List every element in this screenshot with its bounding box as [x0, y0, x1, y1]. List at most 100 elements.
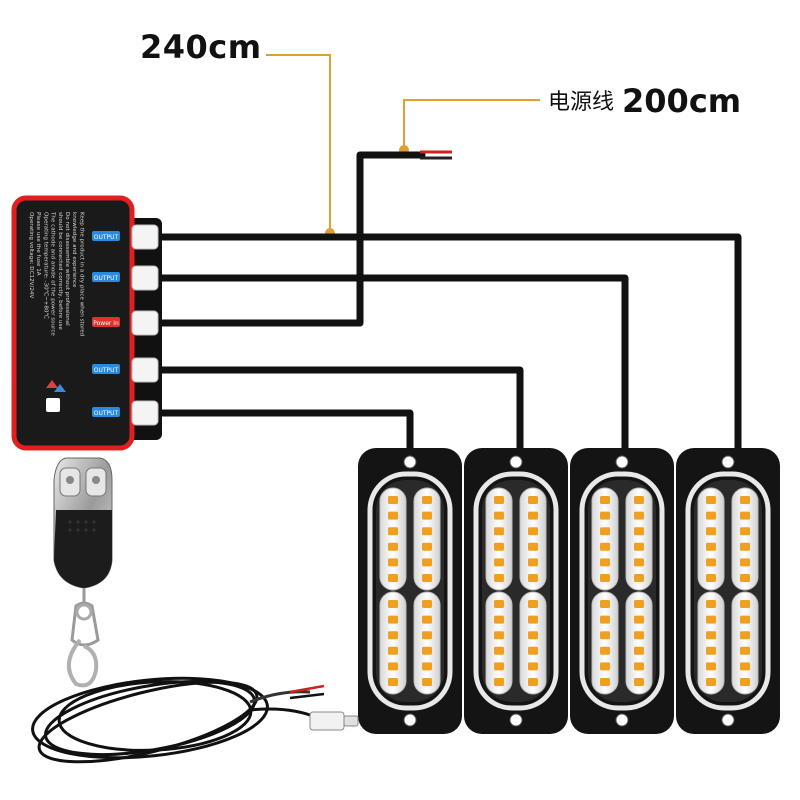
controller-text-line: Operating temperature: -30℃~+80℃ — [42, 212, 49, 319]
led-chip — [422, 527, 432, 536]
port-connector — [131, 310, 159, 336]
led-chip — [494, 527, 504, 536]
led-chip — [706, 600, 716, 608]
led-chip — [528, 527, 538, 536]
led-chip — [600, 615, 610, 624]
svg-text:OUTPUT: OUTPUT — [94, 410, 119, 417]
mount-hole — [615, 713, 629, 727]
led-chip — [600, 527, 610, 536]
controller-text-line: Please use the fuse 1A — [35, 212, 41, 276]
svg-text:OUTPUT: OUTPUT — [94, 275, 119, 282]
led-chip — [634, 542, 644, 551]
led-chip — [528, 646, 538, 655]
led-pod — [485, 487, 513, 591]
mount-hole — [403, 713, 417, 727]
led-chip — [422, 511, 432, 520]
controller-text-line: Keep the product in a dry place when sto… — [78, 212, 84, 337]
led-chip — [494, 542, 504, 551]
led-pod — [413, 487, 441, 591]
led-chip — [494, 496, 504, 504]
led-chip — [494, 678, 504, 686]
led-chip — [634, 646, 644, 655]
led-chip — [494, 558, 504, 567]
led-chip — [528, 496, 538, 504]
led-chip — [600, 574, 610, 582]
port-label-output: OUTPUT — [92, 407, 120, 417]
power-cable-label: 电源线 — [548, 90, 615, 115]
light-heads — [358, 448, 780, 734]
main-cable-length-label: 240cm — [140, 28, 262, 66]
led-chip — [634, 511, 644, 520]
led-chip — [528, 678, 538, 686]
led-chip — [740, 511, 750, 520]
led-pod — [485, 591, 513, 695]
light-head — [676, 448, 780, 734]
led-chip — [706, 662, 716, 671]
cable-output-3 — [156, 366, 524, 459]
port-label-output: OUTPUT — [92, 231, 120, 241]
led-chip — [528, 511, 538, 520]
led-chip — [740, 631, 750, 640]
power-cable-connector — [289, 684, 359, 731]
light-head — [358, 448, 462, 734]
led-chip — [600, 511, 610, 520]
controller-text-line: The cathode and anode of the power sourc… — [50, 211, 56, 336]
led-chip — [706, 678, 716, 686]
controller-text-line: should be connected correctly, before us… — [57, 212, 63, 330]
power-wire-tips — [420, 150, 452, 160]
port-connector — [131, 400, 159, 426]
led-chip — [740, 574, 750, 582]
led-chip — [600, 558, 610, 567]
led-chip — [706, 631, 716, 640]
led-chip — [634, 527, 644, 536]
led-pod — [519, 591, 547, 695]
led-chip — [422, 496, 432, 504]
led-chip — [388, 662, 398, 671]
led-chip — [528, 558, 538, 567]
led-chip — [528, 542, 538, 551]
led-chip — [422, 558, 432, 567]
led-pod — [625, 487, 653, 591]
led-chip — [600, 600, 610, 608]
led-chip — [706, 574, 716, 582]
svg-text:OUTPUT: OUTPUT — [94, 234, 119, 241]
led-chip — [634, 558, 644, 567]
led-chip — [706, 558, 716, 567]
led-chip — [740, 646, 750, 655]
led-chip — [388, 496, 398, 504]
led-chip — [528, 574, 538, 582]
power-cable-length-label: 200cm — [622, 82, 742, 120]
led-chip — [388, 631, 398, 640]
led-chip — [634, 600, 644, 608]
led-pod — [591, 591, 619, 695]
svg-text:Power in: Power in — [93, 320, 119, 327]
led-chip — [600, 678, 610, 686]
led-chip — [634, 631, 644, 640]
led-chip — [388, 615, 398, 624]
cable-bundle — [156, 151, 742, 459]
controller-text-line: knowledge and experience — [71, 212, 77, 288]
keyring — [70, 588, 100, 647]
led-chip — [422, 600, 432, 608]
cable-output-1 — [156, 233, 742, 459]
led-chip — [634, 574, 644, 582]
led-pod — [591, 487, 619, 591]
remote-control — [53, 457, 113, 688]
led-pod — [731, 591, 759, 695]
mount-hole — [403, 455, 417, 469]
led-chip — [600, 496, 610, 504]
power-cable-callout: 电源线 200cm — [548, 82, 741, 120]
led-chip — [422, 615, 432, 624]
port-connector — [131, 357, 159, 383]
led-chip — [740, 558, 750, 567]
led-pod — [697, 487, 725, 591]
led-chip — [388, 600, 398, 608]
led-chip — [422, 662, 432, 671]
mount-hole — [721, 455, 735, 469]
led-chip — [422, 646, 432, 655]
led-chip — [388, 646, 398, 655]
light-head — [570, 448, 674, 734]
